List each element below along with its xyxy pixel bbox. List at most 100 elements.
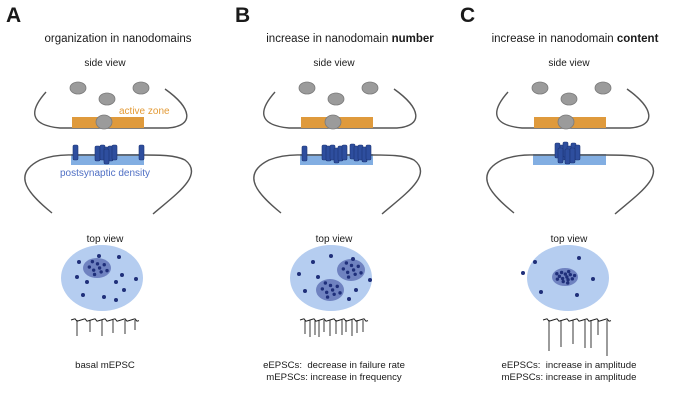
receptor-icon xyxy=(138,144,145,161)
receptor-dot xyxy=(347,297,351,301)
clustered-receptor-dot xyxy=(91,268,96,272)
receptor-dot xyxy=(303,289,307,293)
top-view-label: top view xyxy=(550,234,588,245)
readout-line: mEPSCs: increase in amplitude xyxy=(501,372,637,383)
receptor-icon xyxy=(103,148,110,165)
clustered-receptor-dot xyxy=(566,278,570,282)
receptor-dot xyxy=(591,277,595,281)
psd-label: postsynaptic density xyxy=(60,168,150,179)
synapse-diagram xyxy=(486,81,655,356)
readout-line: eEPSCs: increase in amplitude xyxy=(501,360,637,371)
clustered-receptor-dot xyxy=(572,273,577,278)
clustered-receptor-dot xyxy=(87,265,92,269)
vesicle xyxy=(132,81,150,95)
receptor-dot xyxy=(122,288,126,292)
receptor-dot xyxy=(351,257,355,261)
receptor-dot xyxy=(539,290,543,294)
receptor-dot xyxy=(297,272,301,276)
clustered-receptor-dot xyxy=(332,292,336,296)
clustered-receptor-dot xyxy=(345,270,350,275)
receptor-dot xyxy=(577,256,581,260)
clustered-receptor-dot xyxy=(565,275,569,279)
receptor-dot xyxy=(311,260,315,264)
receptor-dot xyxy=(316,275,320,279)
receptor-icon xyxy=(301,145,308,162)
clustered-receptor-dot xyxy=(349,263,354,268)
clustered-receptor-dot xyxy=(559,270,564,275)
side-view xyxy=(486,81,655,215)
panel-title-bold: number xyxy=(391,33,434,45)
top-view xyxy=(290,245,372,311)
top-view-label: top view xyxy=(86,234,124,245)
clustered-receptor-dot xyxy=(557,274,562,279)
docked-vesicle xyxy=(324,114,342,130)
vesicle xyxy=(594,81,612,95)
clustered-receptor-dot xyxy=(330,288,335,292)
receptor-dot xyxy=(134,277,138,281)
receptor-icon xyxy=(72,144,79,161)
clustered-receptor-dot xyxy=(325,295,330,299)
receptor-icon xyxy=(564,148,571,165)
clustered-receptor-dot xyxy=(92,272,97,277)
receptor-icon xyxy=(94,145,101,162)
panel-title-text: increase in nanodomain xyxy=(266,33,392,45)
receptor-dot xyxy=(75,275,79,279)
clustered-receptor-dot xyxy=(102,263,106,267)
receptor-icon xyxy=(569,147,576,164)
side-view-label: side view xyxy=(313,58,355,69)
clustered-receptor-dot xyxy=(351,268,356,272)
epsc-trace xyxy=(70,318,140,336)
nanodomain xyxy=(552,268,578,286)
clustered-receptor-dot xyxy=(570,277,575,281)
clustered-receptor-dot xyxy=(356,264,360,269)
clustered-receptor-dot xyxy=(341,267,346,271)
readout-line: mEPSCs: increase in frequency xyxy=(266,372,402,383)
clustered-receptor-dot xyxy=(97,266,102,270)
panel-a: A organization in nanodomains side view … xyxy=(0,0,226,403)
docked-vesicle xyxy=(557,114,575,130)
panel-letter: A xyxy=(6,4,22,27)
panel-title-bold: content xyxy=(616,33,659,45)
clustered-receptor-dot xyxy=(566,269,571,274)
vesicle xyxy=(361,81,379,95)
side-view-label: side view xyxy=(548,58,590,69)
top-view-label: top view xyxy=(315,234,353,245)
clustered-receptor-dot xyxy=(95,262,100,266)
side-view: active zone postsynaptic density xyxy=(24,81,193,215)
receptor-dot xyxy=(575,293,579,297)
active-zone-label: active zone xyxy=(119,106,170,117)
clustered-receptor-dot xyxy=(324,290,329,295)
vesicle xyxy=(69,81,87,95)
panel-title: increase in nanodomain content xyxy=(462,33,677,45)
clustered-receptor-dot xyxy=(344,261,349,265)
receptor-dot xyxy=(97,254,101,258)
clustered-receptor-dot xyxy=(335,284,339,289)
side-view xyxy=(253,81,422,215)
clustered-receptor-dot xyxy=(561,279,565,284)
clustered-receptor-dot xyxy=(563,272,568,276)
receptor-dot xyxy=(77,260,81,264)
synapse-diagram: active zone postsynaptic density xyxy=(24,81,193,336)
receptor-icon xyxy=(574,144,581,161)
receptor-dot xyxy=(114,280,118,284)
panel-letter: B xyxy=(235,4,251,27)
receptor-dot xyxy=(114,298,118,302)
baseline-noise xyxy=(542,318,612,322)
readout-line: basal mEPSC xyxy=(75,360,135,371)
receptor-dot xyxy=(368,278,372,282)
clustered-receptor-dot xyxy=(560,276,565,281)
clustered-receptor-dot xyxy=(566,281,570,285)
clustered-receptor-dot xyxy=(555,277,560,281)
receptor-icon xyxy=(557,147,564,164)
clustered-receptor-dot xyxy=(90,259,95,264)
receptor-icon xyxy=(341,144,348,161)
vesicle xyxy=(531,81,549,95)
receptor-dot xyxy=(120,273,124,277)
panel-title-text: organization in nanodomains xyxy=(44,33,192,45)
clustered-receptor-dot xyxy=(555,272,559,276)
epsc-trace xyxy=(542,318,612,356)
docked-vesicle xyxy=(95,114,113,130)
clustered-receptor-dot xyxy=(338,291,342,295)
clustered-receptor-dot xyxy=(346,275,351,279)
receptor-group xyxy=(554,141,581,165)
